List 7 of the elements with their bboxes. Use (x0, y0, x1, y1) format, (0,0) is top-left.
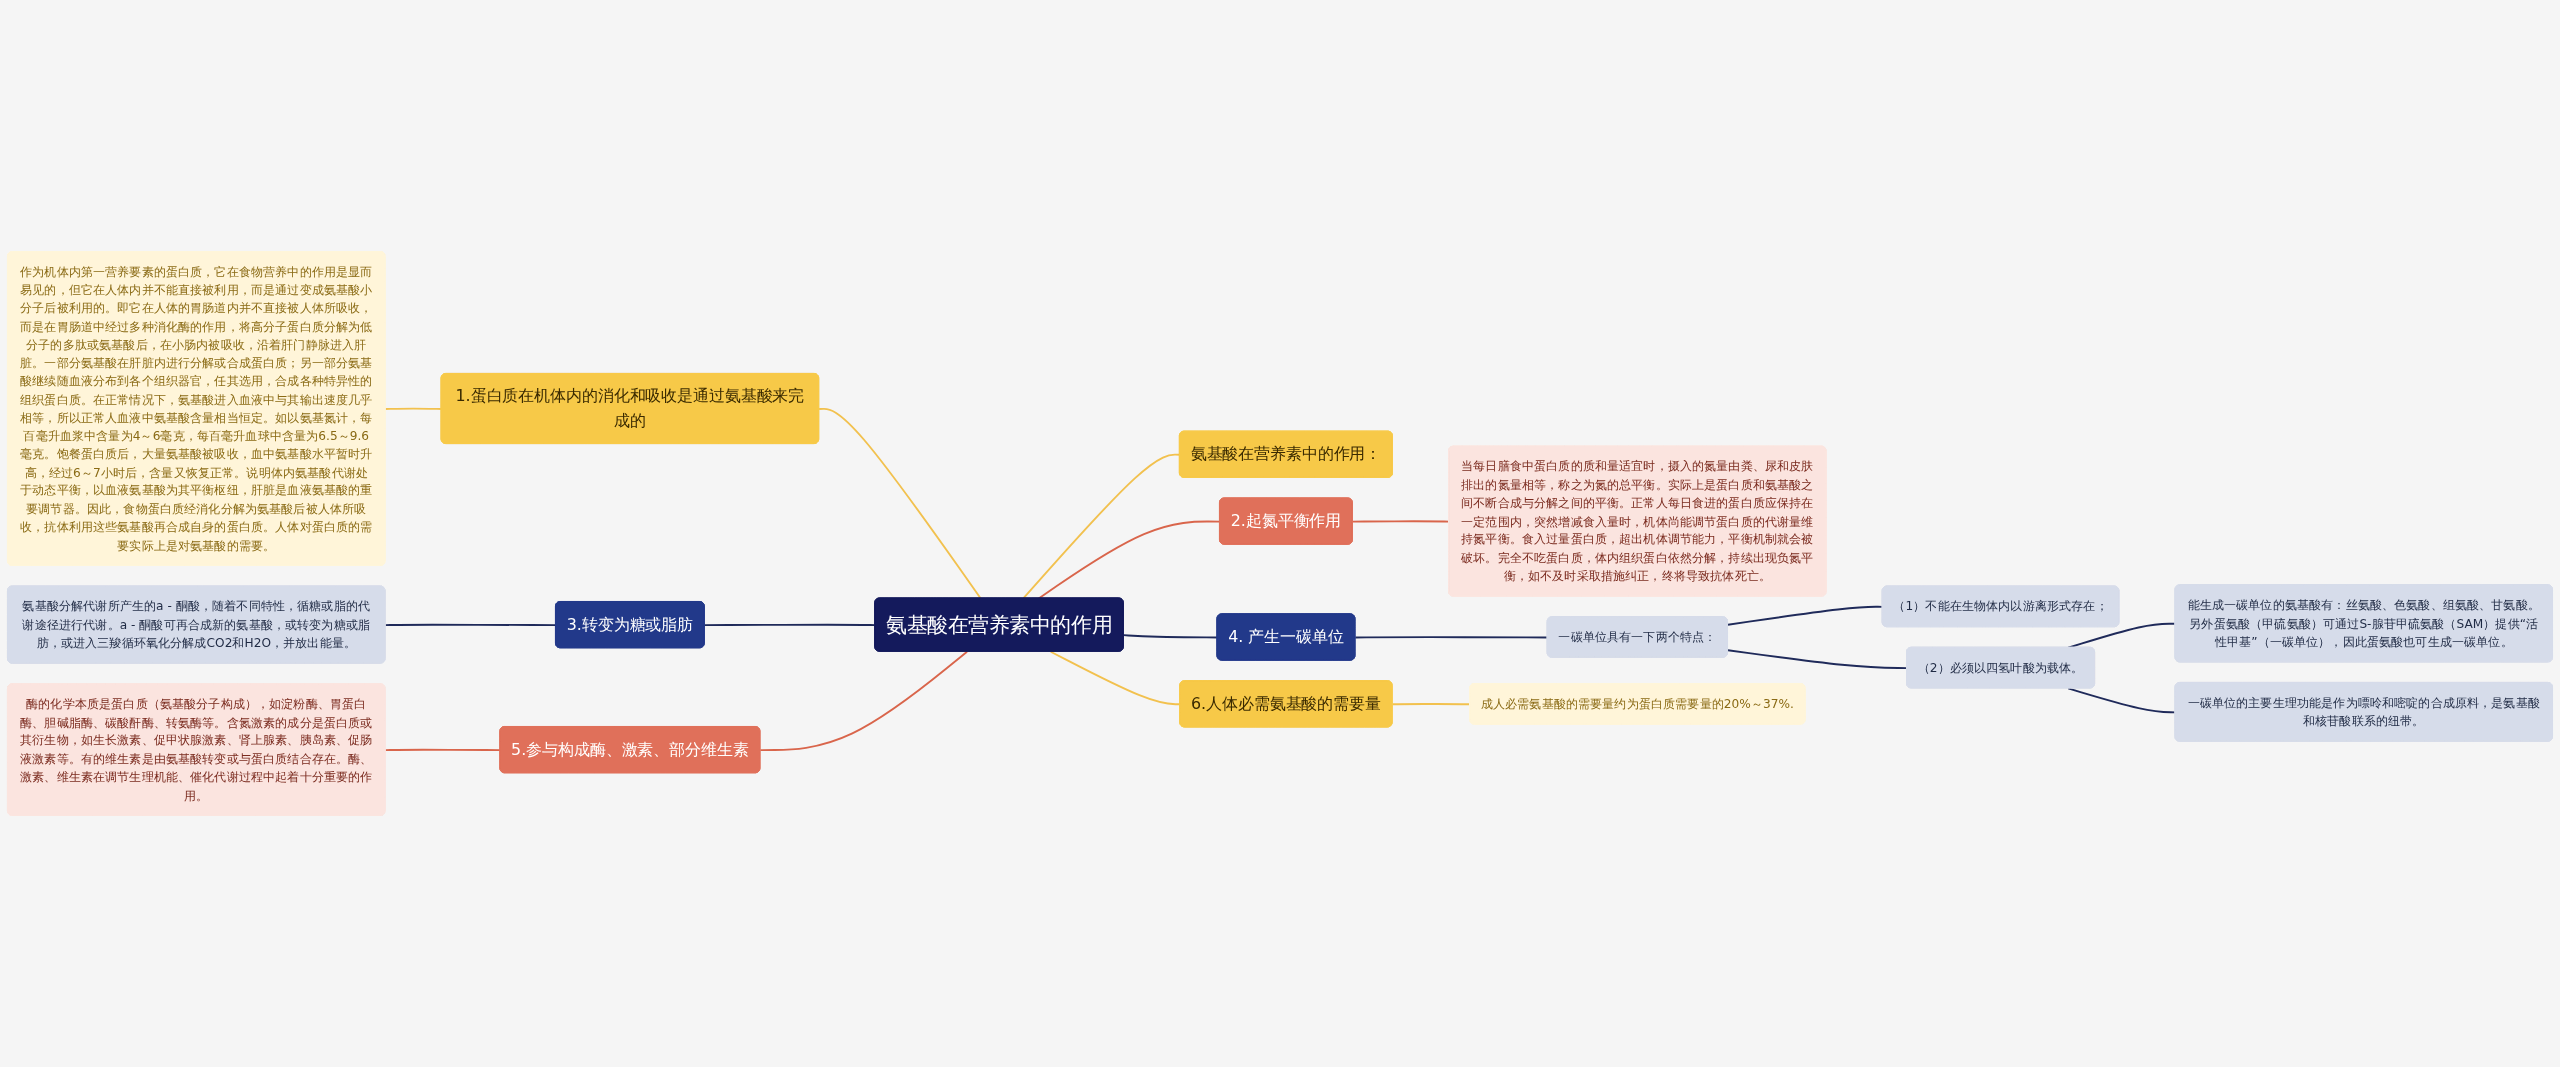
connector (1354, 636, 1549, 639)
connector (384, 407, 443, 410)
connector (1727, 649, 1908, 669)
connector (1351, 520, 1450, 523)
connector (1727, 605, 1884, 626)
connector (759, 650, 968, 751)
connector (384, 623, 557, 627)
